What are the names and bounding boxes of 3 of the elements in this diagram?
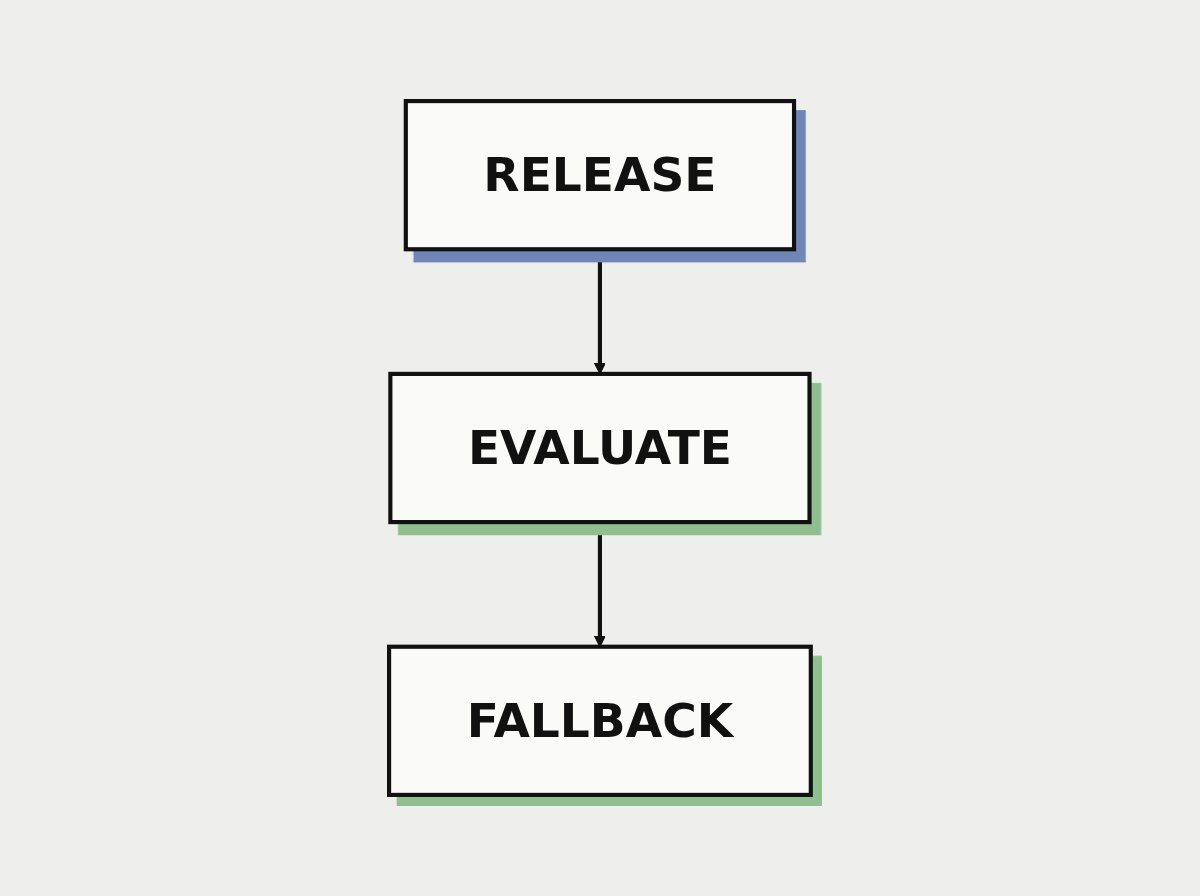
node-box: RELEASE (403, 99, 797, 252)
node-box: FALLBACK (387, 644, 813, 797)
node-box: EVALUATE (388, 371, 812, 525)
